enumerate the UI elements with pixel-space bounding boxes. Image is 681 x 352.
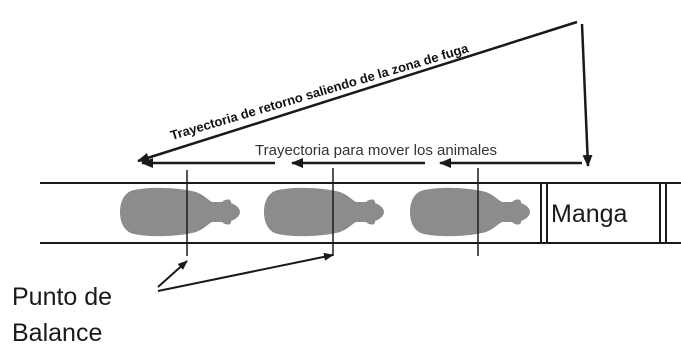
animal-1 (120, 187, 240, 237)
return-path-drop-line (580, 23, 593, 167)
animal-3 (410, 187, 530, 237)
balance-point-label: Balance (12, 319, 102, 347)
balance-pointer-arrow (157, 252, 334, 292)
return-path-line (137, 20, 578, 163)
move-path-label: Trayectoria para mover los animales (255, 142, 497, 159)
balance-pointer-arrow (157, 260, 188, 288)
animal-2 (264, 187, 384, 237)
balance-point-label: Punto de (12, 283, 112, 311)
chute-label: Manga (551, 200, 628, 228)
return-path-label: Trayectoria de retorno saliendo de la zo… (169, 40, 471, 143)
balance-point-label-line1: Punto de (12, 283, 112, 311)
balance-point-label-line2: Balance (12, 319, 102, 347)
